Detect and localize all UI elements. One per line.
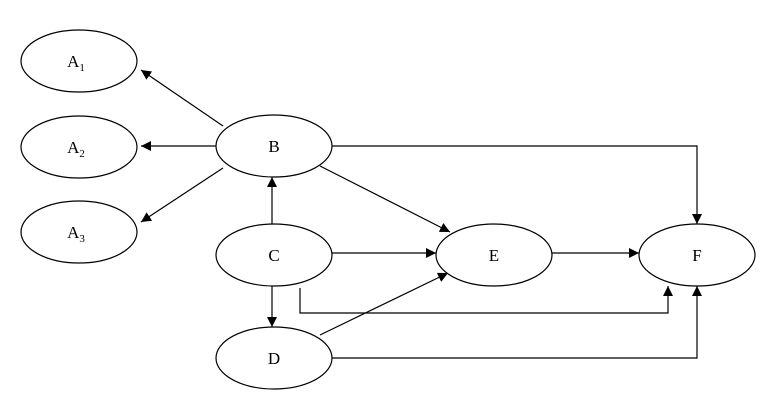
node-d: D [215,326,333,390]
node-a1-ellipse [20,29,138,93]
node-f-ellipse [638,223,756,287]
edges-layer [140,69,702,359]
node-c-ellipse [215,223,333,287]
edge-b-to-a3 [140,167,224,223]
node-label-main: A [67,52,80,71]
node-a2: A2 [20,115,138,179]
node-a3-ellipse [20,200,138,264]
node-a1: A1 [20,29,138,93]
node-a1-label: A1 [67,52,85,74]
node-c-label: C [268,246,279,265]
node-a2-label: A2 [67,138,85,160]
node-f-label: F [692,246,701,265]
node-c: C [215,223,333,287]
node-label-subscript: 2 [79,148,85,160]
node-e: E [435,223,553,287]
node-e-label: E [489,246,499,265]
edge-c-to-f [299,286,673,314]
edge-b-to-a1 [140,69,224,127]
node-label-subscript: 3 [79,233,85,245]
node-a2-ellipse [20,115,138,179]
node-label-main: A [67,223,80,242]
node-label-main: C [268,246,279,265]
edge-d-to-e [319,272,449,336]
node-label-main: B [268,137,279,156]
node-d-label: D [268,349,280,368]
node-label-main: F [692,246,701,265]
node-a3-label: A3 [67,223,85,245]
edge-b-to-e [319,165,451,233]
edge-b-to-f [332,145,702,224]
node-label-main: D [268,349,280,368]
node-a3: A3 [20,200,138,264]
node-b: B [215,114,333,178]
node-label-main: A [67,138,80,157]
edge-d-to-f [332,286,702,359]
node-label-subscript: 1 [79,62,85,74]
node-b-label: B [268,137,279,156]
node-d-ellipse [215,326,333,390]
node-f: F [638,223,756,287]
node-e-ellipse [435,223,553,287]
node-b-ellipse [215,114,333,178]
node-label-main: E [489,246,499,265]
